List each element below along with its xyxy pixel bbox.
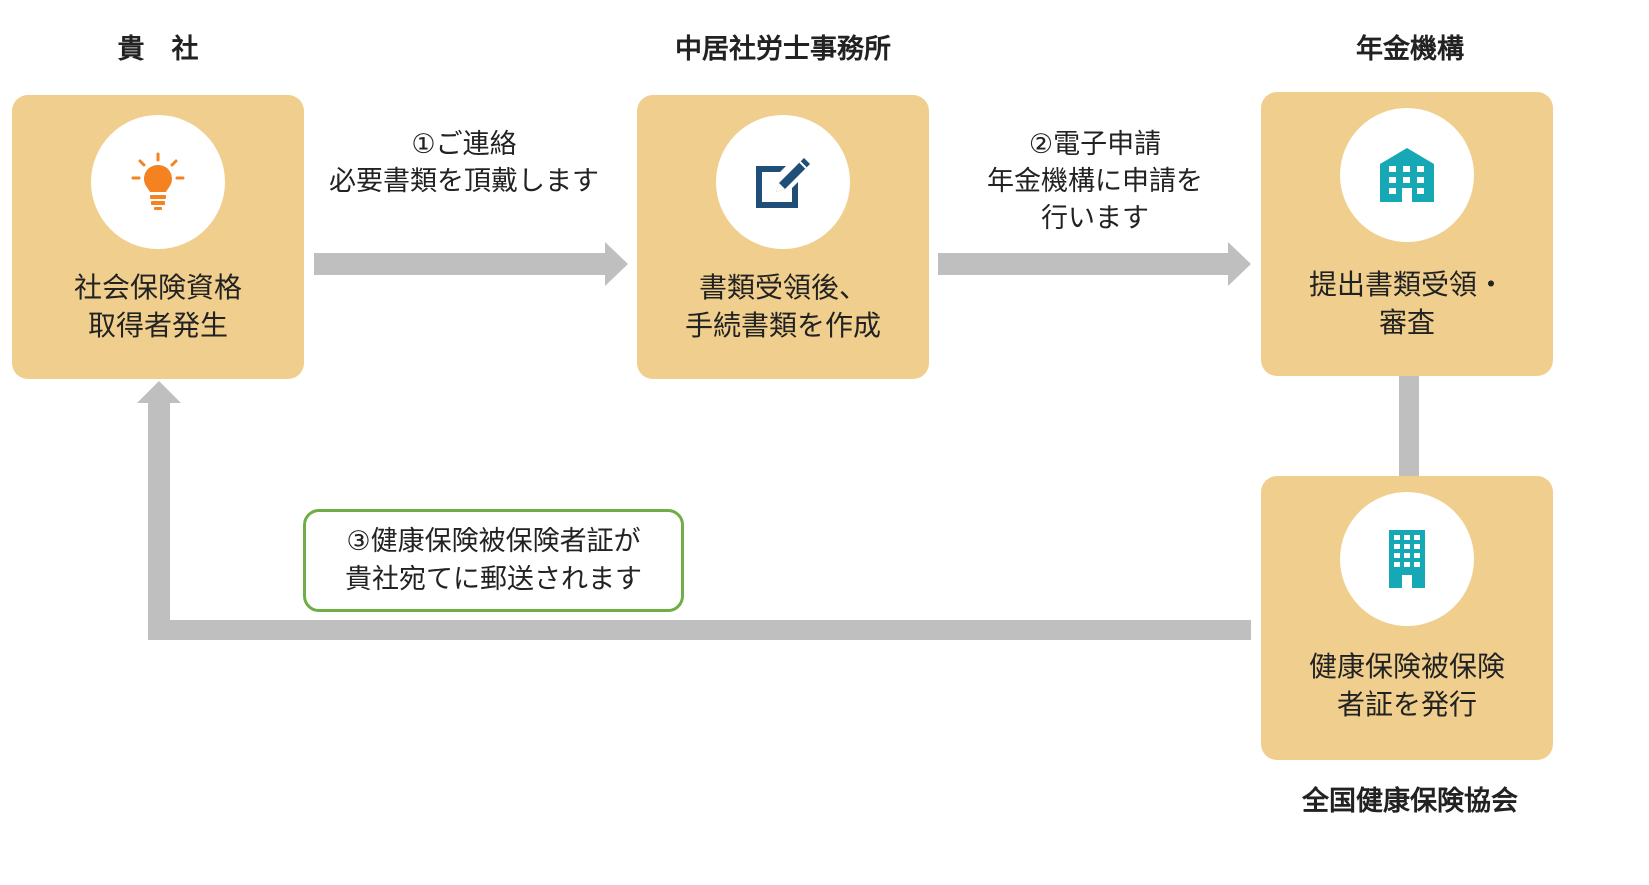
step1-text: ①ご連絡 必要書類を頂戴します	[329, 129, 599, 197]
lightbulb-icon	[128, 152, 188, 212]
edit-document-icon	[750, 152, 816, 212]
office-building-icon	[1376, 146, 1438, 204]
icon-circle-company	[91, 115, 225, 249]
tower-building-icon	[1385, 528, 1429, 590]
heading-pension: 年金機構	[1356, 34, 1464, 65]
box-kyokai-label: 健康保険被保険 者証を発行	[1308, 650, 1505, 721]
box-kyokai: 健康保険被保険 者証を発行	[1261, 476, 1553, 760]
box-office-label: 書類受領後、 手続書類を作成	[684, 271, 881, 342]
box-pension-label: 提出書類受領・ 審査	[1308, 268, 1505, 339]
heading-office: 中居社労士事務所	[675, 34, 891, 65]
icon-circle-kyokai	[1340, 492, 1474, 626]
icon-circle-pension	[1340, 108, 1474, 242]
heading-kyokai: 全国健康保険協会	[1302, 786, 1518, 817]
step2-text: ②電子申請 年金機構に申請を 行います	[987, 129, 1203, 234]
box-company-label: 社会保険資格 取得者発生	[73, 271, 242, 342]
icon-circle-office	[716, 115, 850, 249]
arrow-office-to-pension	[938, 242, 1251, 286]
box-company: 社会保険資格 取得者発生	[12, 95, 304, 379]
box-office: 書類受領後、 手続書類を作成	[637, 95, 929, 379]
box-pension: 提出書類受領・ 審査	[1261, 92, 1553, 376]
heading-company: 貴 社	[117, 34, 199, 65]
arrow-company-to-office	[314, 242, 628, 286]
connector-pension-kyokai	[1399, 375, 1419, 477]
step3-note: ③健康保険被保険者証が 貴社宛てに郵送されます	[303, 509, 684, 612]
